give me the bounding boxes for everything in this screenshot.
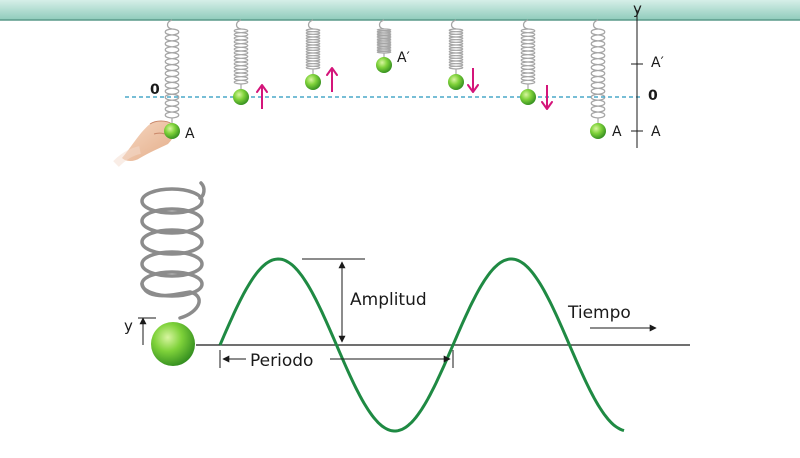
axis-label-y: y [633,0,642,18]
amplitude-label: Amplitud [350,290,427,310]
spring-coil-back [164,28,173,119]
hanging-springs [164,19,606,125]
a-label-left: A [185,126,195,142]
mass-ball [233,89,249,105]
down-arrow-head [541,101,553,110]
spring-coil [527,28,536,85]
spring-hook [166,19,173,30]
bottom-y-label: y [124,317,133,335]
up-arrow-head [256,84,268,93]
spring-coil [455,28,464,70]
spring-coil-back [233,28,242,85]
axis-tick-a: A [651,124,661,140]
spring-hook [450,19,457,30]
mass-ball [305,74,321,90]
a-prime-label-mid: A′ [397,50,410,66]
spring-hook [522,19,529,30]
axis-tick-zero: 0 [648,88,658,104]
spring-hook [592,19,599,30]
mass-ball [376,57,392,73]
spring-coil-back [305,28,314,70]
mass-ball [590,123,606,139]
displacement-wave [218,257,625,433]
down-arrow-head [467,84,479,93]
zero-label-left: 0 [150,82,160,98]
spring-coil [383,28,392,54]
time-label: Tiempo [567,303,631,323]
spring-coil-back [376,28,385,54]
mass-ball [164,123,180,139]
spring-coil-back [520,28,529,85]
vertical-axis [631,10,643,148]
a-label-right: A [612,124,622,140]
spring-coil [171,28,180,119]
direction-arrows [256,67,553,110]
spring-coil-back [590,28,599,119]
spring-coil [597,28,606,119]
spring-coil [312,28,321,70]
mass-ball [448,74,464,90]
spring-coil-back [448,28,457,70]
mass-ball [520,89,536,105]
large-spring [140,181,206,320]
up-arrow-head [326,67,338,76]
spring-hook [378,19,385,30]
large-mass-ball [151,322,195,366]
spring-hook [235,19,242,30]
spring-masses [164,57,606,139]
spring-hook [307,19,314,30]
period-label: Periodo [250,351,313,371]
spring-coil [240,28,249,85]
axis-tick-a-prime: A′ [651,55,664,71]
ceiling-bar [0,0,800,20]
